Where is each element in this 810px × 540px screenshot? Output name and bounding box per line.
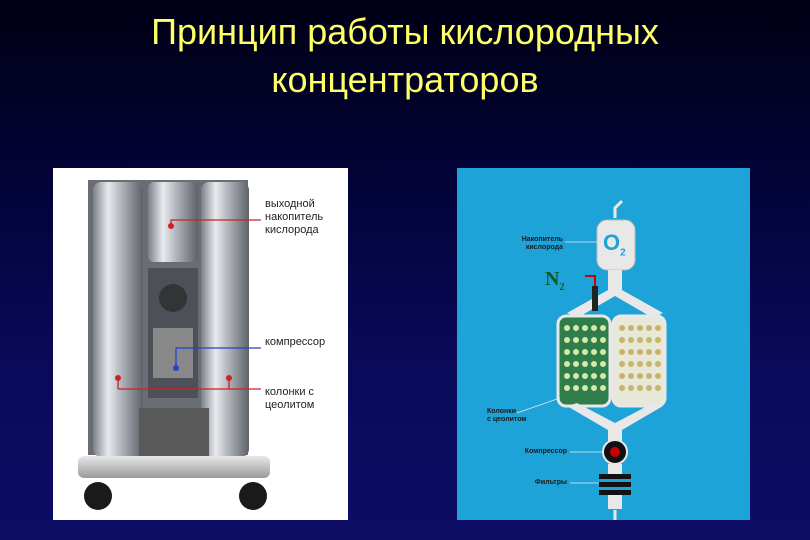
n2-exhaust-arrow	[585, 276, 595, 286]
label-zeolite-columns: колонки с цеолитом	[265, 386, 314, 412]
compressor-unit	[153, 328, 193, 378]
label-oxygen-storage: выходной накопитель кислорода	[265, 198, 323, 237]
device-photo-panel: выходной накопитель кислорода компрессор…	[53, 168, 348, 520]
title-line-1: Принцип работы кислородных	[0, 8, 810, 56]
n2-exhaust-valve	[592, 286, 598, 311]
label-compressor: Компрессор	[497, 448, 567, 456]
wheel-left	[84, 482, 112, 510]
oxygen-storage-tank	[148, 182, 198, 262]
slide-title: Принцип работы кислородных концентраторо…	[0, 8, 810, 104]
device-base	[78, 456, 270, 478]
schematic-illustration	[457, 168, 750, 520]
upper-manifold	[567, 290, 663, 318]
title-line-2: концентраторов	[0, 56, 810, 104]
lower-manifold	[567, 403, 663, 430]
left-zeolite-column	[93, 182, 143, 457]
storage-neck	[608, 270, 622, 290]
schematic-diagram-panel: O2 N2 Накопитель кислорода Колонки с цео…	[457, 168, 750, 520]
outlet-arrow	[615, 201, 622, 218]
label-filters: Фильтры	[497, 479, 567, 487]
device-box	[139, 408, 209, 463]
n2-symbol: N2	[545, 268, 564, 293]
filters-symbol	[599, 474, 631, 495]
wheel-right	[239, 482, 267, 510]
label-compressor: компрессор	[265, 336, 325, 349]
label-storage: Накопитель кислорода	[497, 236, 563, 252]
o2-symbol: O2	[603, 230, 626, 258]
label-columns: Колонки с цеолитом	[487, 408, 553, 424]
